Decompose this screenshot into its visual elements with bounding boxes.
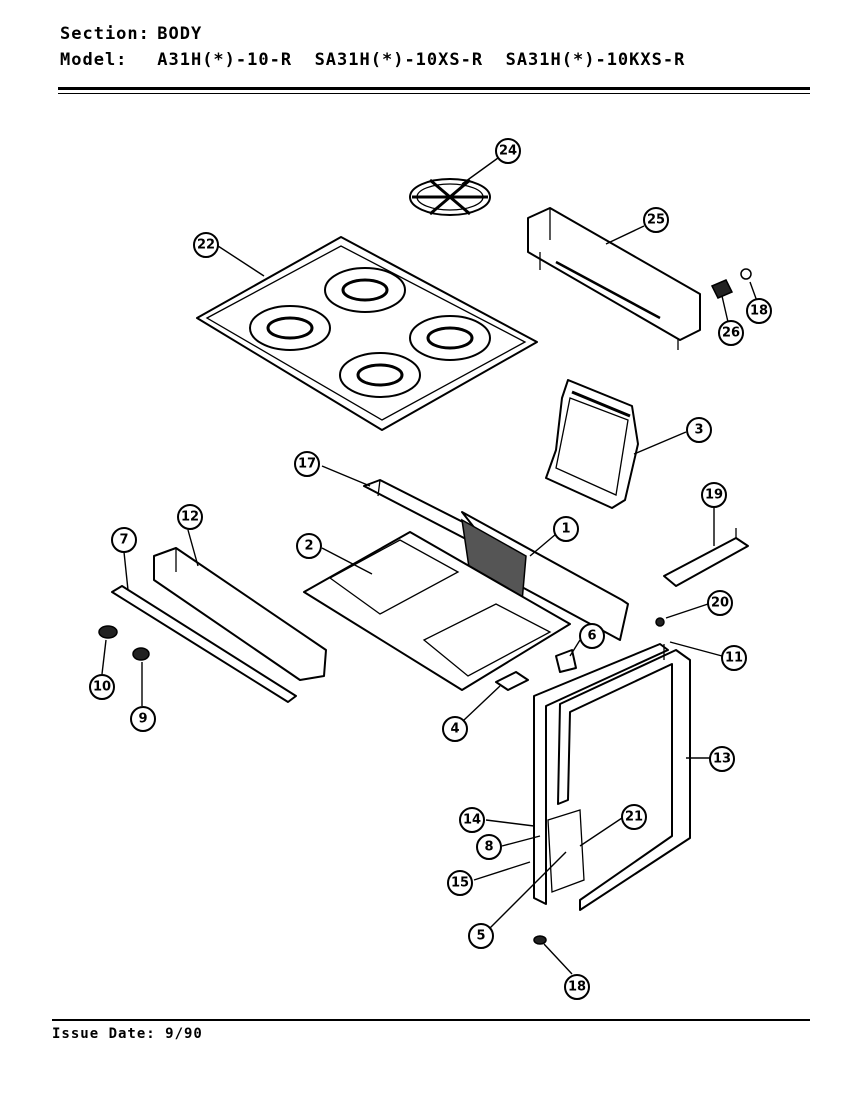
leader-lines [101, 157, 759, 975]
part-screw-top [740, 268, 752, 280]
callout-25: 25 [643, 207, 669, 233]
svg-text:19: 19 [705, 488, 723, 503]
svg-text:18: 18 [750, 304, 768, 319]
section-value: BODY [157, 24, 203, 44]
callout-15: 15 [447, 870, 473, 896]
callout-19: 19 [701, 482, 727, 508]
callout-5: 5 [468, 923, 494, 949]
issue-date: Issue Date: 9/90 [52, 1026, 203, 1042]
callout-14: 14 [459, 807, 485, 833]
svg-text:2: 2 [304, 539, 313, 554]
svg-text:24: 24 [499, 144, 517, 159]
part-fastener [655, 617, 665, 627]
part-cooktop [196, 236, 538, 431]
model-label: Model: [60, 50, 128, 70]
part-bumper-b [132, 647, 150, 661]
part-side-bracket [663, 528, 749, 587]
part-front-rail [153, 547, 327, 681]
svg-text:11: 11 [725, 651, 743, 666]
callout-13: 13 [709, 746, 735, 772]
model-1: A31H(*)-10-R [157, 50, 293, 70]
svg-text:12: 12 [181, 510, 199, 525]
svg-text:3: 3 [694, 423, 703, 438]
part-grommet-bottom [533, 935, 547, 945]
callout-6: 6 [579, 623, 605, 649]
callout-1: 1 [553, 516, 579, 542]
svg-text:14: 14 [463, 813, 481, 828]
svg-text:10: 10 [93, 680, 111, 695]
part-latch [495, 671, 529, 691]
callout-20: 20 [707, 590, 733, 616]
callout-18-bottom: 18 [564, 974, 590, 1000]
part-grate [409, 178, 491, 216]
svg-text:13: 13 [713, 752, 731, 767]
svg-text:22: 22 [197, 238, 215, 253]
part-front-frame [533, 643, 691, 911]
callout-18-top: 18 [746, 298, 772, 324]
callout-4: 4 [442, 716, 468, 742]
part-rear-bracket [545, 379, 639, 509]
svg-text:18: 18 [568, 980, 586, 995]
callout-24: 24 [495, 138, 521, 164]
svg-text:6: 6 [587, 629, 596, 644]
callout-8: 8 [476, 834, 502, 860]
part-bumper-a [98, 625, 118, 639]
callout-11: 11 [721, 645, 747, 671]
callout-22: 22 [193, 232, 219, 258]
svg-text:15: 15 [451, 876, 469, 891]
svg-text:8: 8 [484, 840, 493, 855]
part-rail-trim [111, 585, 297, 703]
model-2: SA31H(*)-10XS-R [314, 50, 484, 70]
section-label: Section: [60, 24, 150, 44]
svg-text:9: 9 [138, 712, 147, 727]
part-knob [710, 279, 734, 299]
section-line: Section: BODY [60, 24, 202, 44]
callout-10: 10 [89, 674, 115, 700]
model-line: Model: A31H(*)-10-R SA31H(*)-10XS-R SA31… [60, 50, 685, 70]
header-rule-thick [58, 87, 810, 90]
callout-2: 2 [296, 533, 322, 559]
part-backguard [527, 207, 701, 350]
part-bottom-pan [303, 531, 571, 691]
callout-17: 17 [294, 451, 320, 477]
svg-text:26: 26 [722, 326, 740, 341]
svg-text:17: 17 [298, 457, 316, 472]
callout-21: 21 [621, 804, 647, 830]
svg-text:4: 4 [450, 722, 459, 737]
svg-text:7: 7 [119, 533, 128, 548]
svg-text:1: 1 [561, 522, 570, 537]
header-rule-thin [58, 93, 810, 94]
part-clip [555, 649, 577, 673]
callout-3: 3 [686, 417, 712, 443]
footer-rule [52, 1019, 810, 1021]
callout-26: 26 [718, 320, 744, 346]
callout-7: 7 [111, 527, 137, 553]
callout-9: 9 [130, 706, 156, 732]
model-3: SA31H(*)-10KXS-R [505, 50, 686, 70]
callout-12: 12 [177, 504, 203, 530]
svg-text:25: 25 [647, 213, 665, 228]
svg-text:21: 21 [625, 810, 643, 825]
svg-text:20: 20 [711, 596, 729, 611]
svg-text:5: 5 [476, 929, 485, 944]
